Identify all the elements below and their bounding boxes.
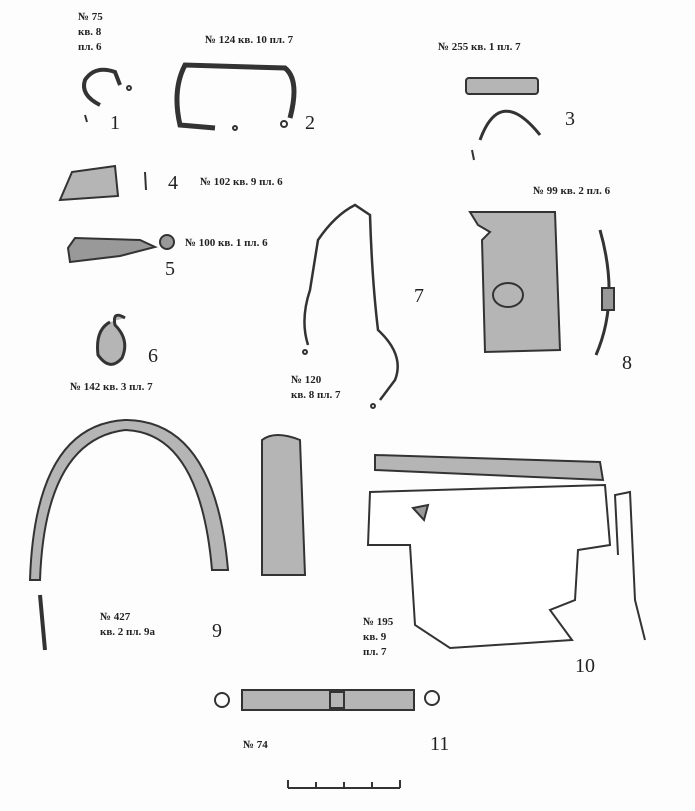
figure-number-2: 2	[305, 112, 315, 134]
label-2: № 124 кв. 10 пл. 7	[205, 34, 294, 46]
artifact-3-arc	[465, 77, 542, 161]
label-11: № 74	[243, 739, 268, 751]
label-8: № 99 кв. 2 пл. 6	[533, 185, 611, 197]
scale-bar	[287, 780, 401, 789]
artifact-10-sheet	[366, 453, 646, 650]
artifact-8-plate	[468, 211, 615, 356]
artifact-11-strip	[214, 689, 440, 711]
artifact-9-arch	[28, 418, 307, 651]
figure-number-3: 3	[565, 108, 575, 130]
figure-number-5: 5	[165, 258, 175, 280]
figure-number-4: 4	[168, 172, 178, 194]
label-3: № 255 кв. 1 пл. 7	[438, 41, 521, 53]
figure-number-10: 10	[575, 655, 595, 677]
label-5: № 100 кв. 1 пл. 6	[185, 237, 268, 249]
label-6: № 142 кв. 3 пл. 7	[70, 381, 153, 393]
figure-number-7: 7	[414, 285, 424, 307]
artifact-4-fragment	[58, 164, 147, 202]
artifact-1-ring	[82, 67, 132, 123]
figure-number-9: 9	[212, 620, 222, 642]
artifact-6-pendant	[96, 313, 127, 366]
label-4: № 102 кв. 9 пл. 6	[200, 176, 283, 188]
artifact-2-bracket	[174, 62, 297, 131]
artifact-7-wire	[302, 203, 399, 409]
figure-number-1: 1	[110, 112, 120, 134]
figure-number-8: 8	[622, 352, 632, 374]
figure-number-11: 11	[430, 733, 450, 755]
artifact-5-rod	[66, 234, 175, 264]
figure-number-6: 6	[148, 345, 158, 367]
